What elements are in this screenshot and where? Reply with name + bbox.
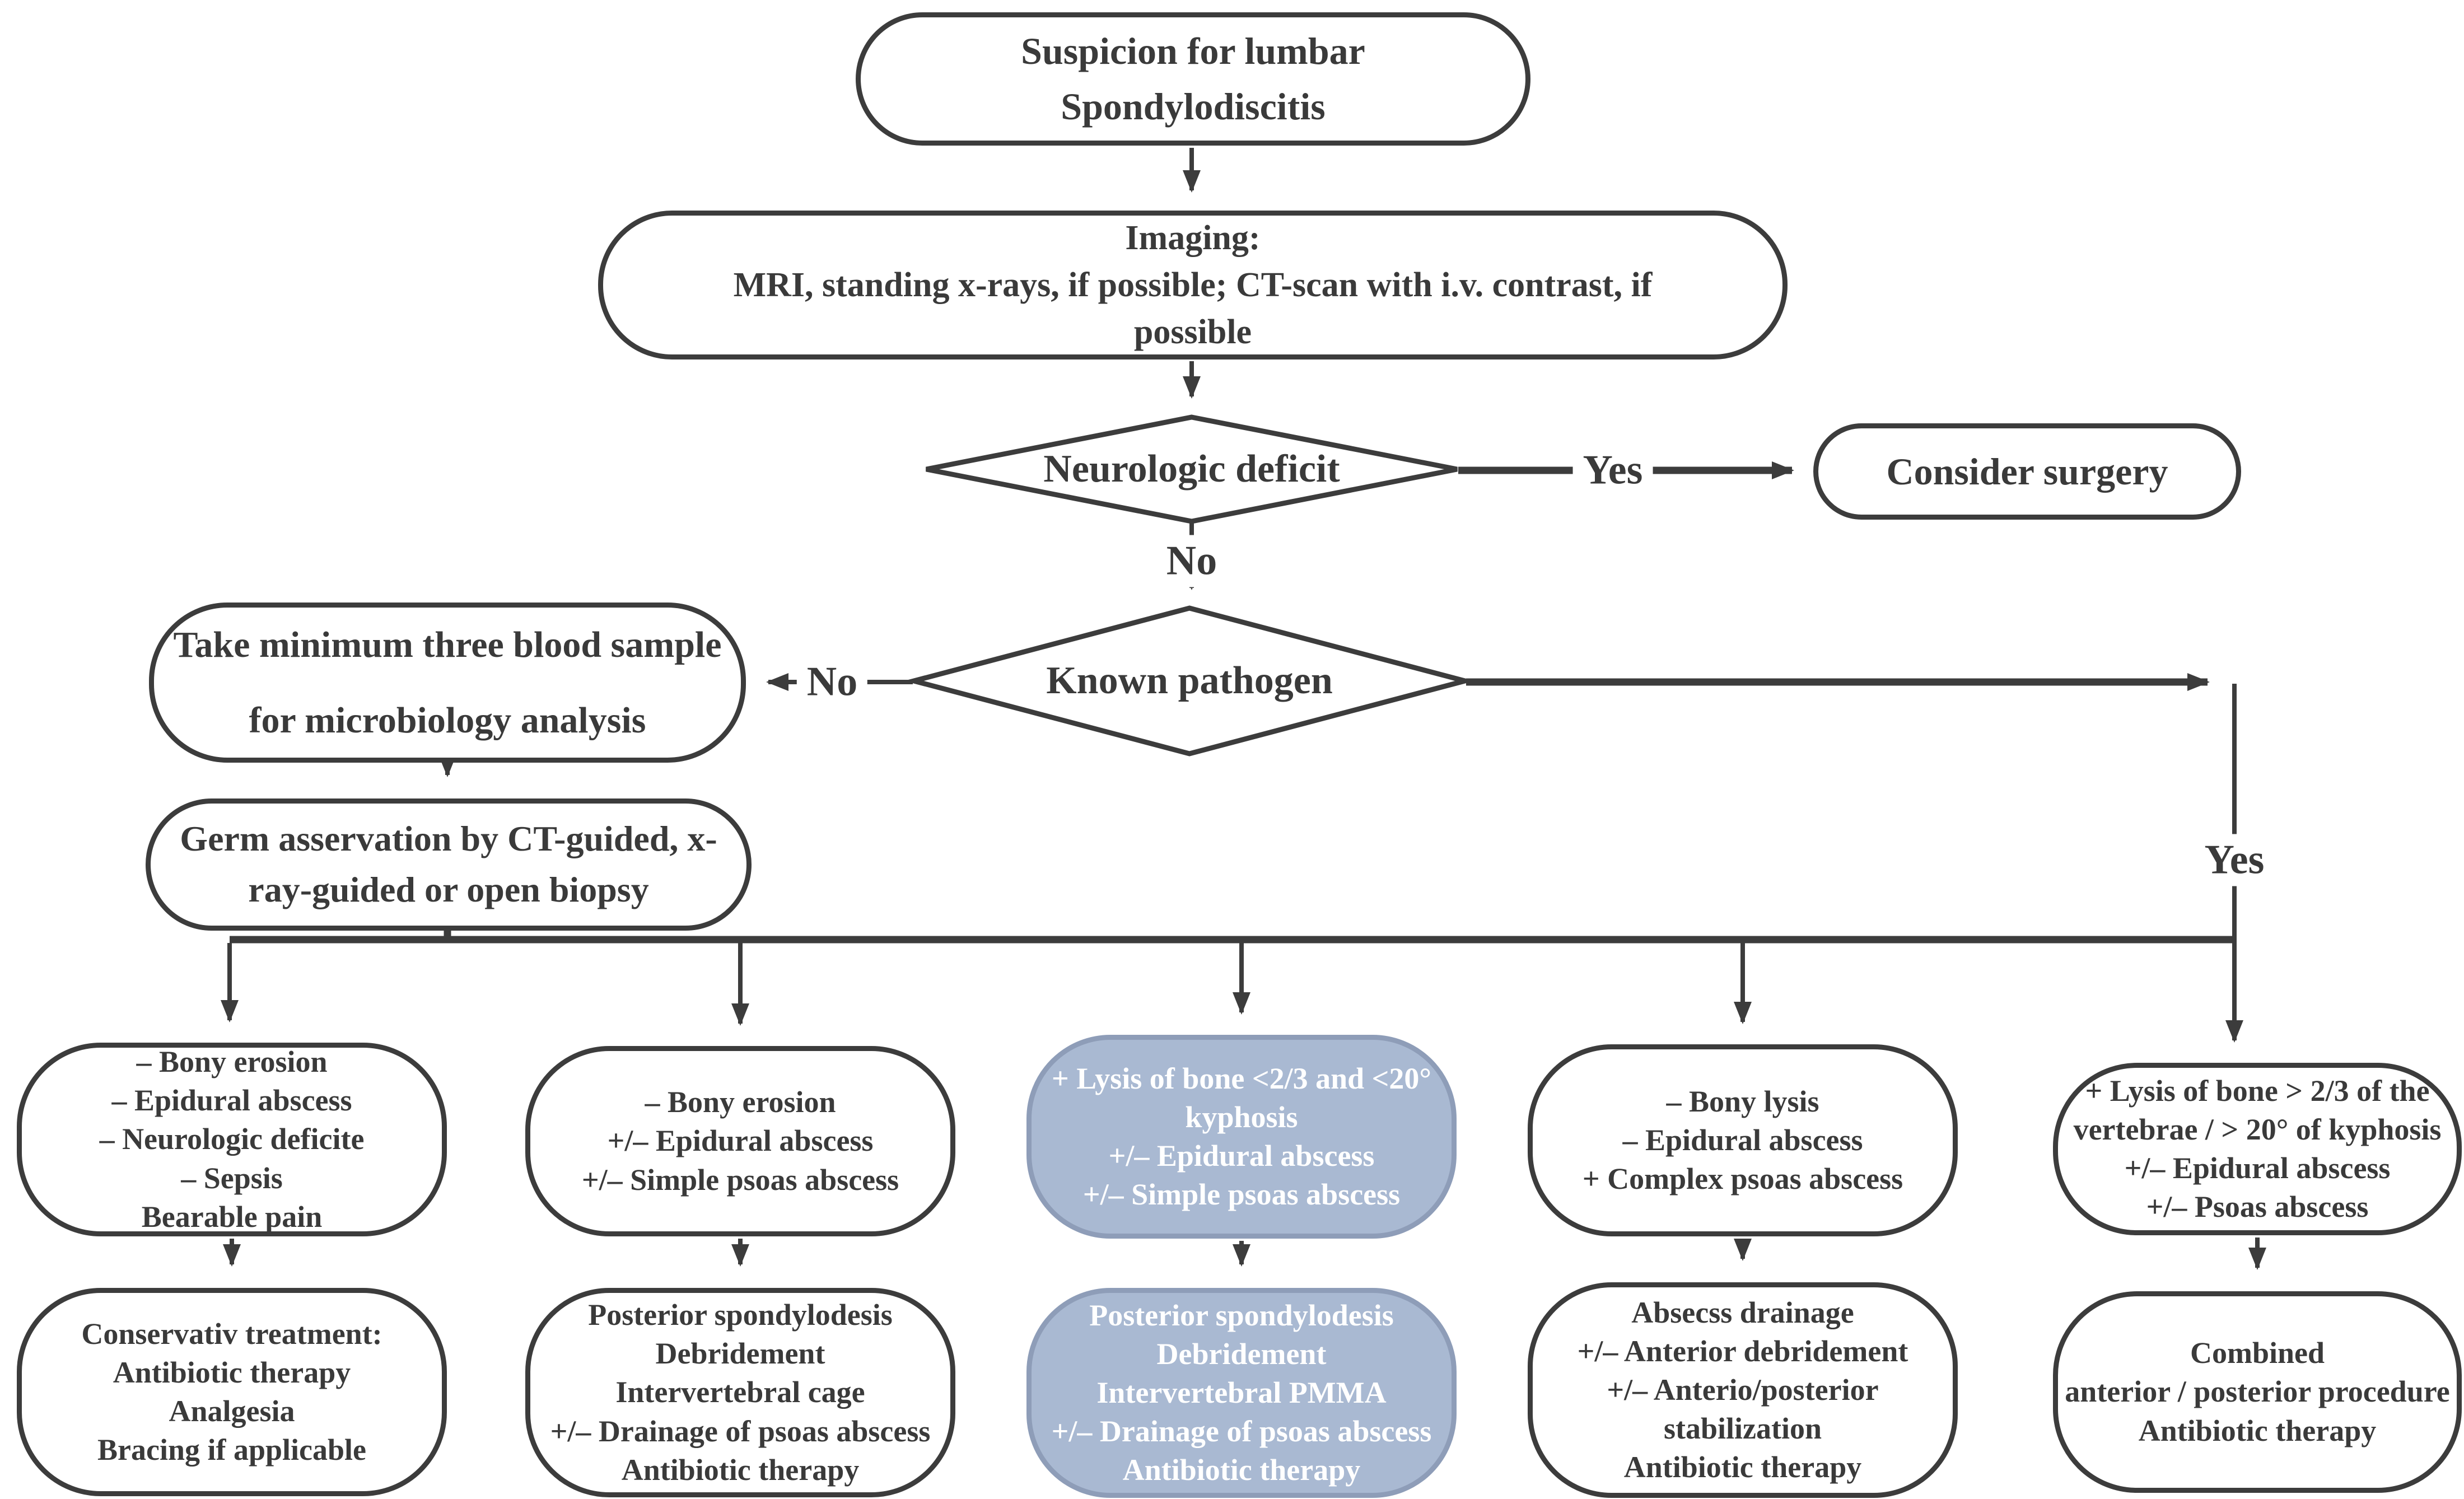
neurologic-deficit-diamond: [926, 414, 1458, 524]
col2-criteria-box: – Bony erosion+/– Epidural abscess+/– Si…: [525, 1046, 955, 1236]
known-pathogen-label: Known pathogen: [1046, 659, 1333, 702]
col4-treatment-text: Absecss drainage+/– Anterior debridement…: [1577, 1295, 1908, 1484]
edge-label-no-1: No: [1156, 535, 1228, 587]
col1-criteria-box: – Bony erosion– Epidural abscess– Neurol…: [17, 1043, 447, 1236]
col4-criteria-text: – Bony lysis– Epidural abscess+ Complex …: [1582, 1084, 1903, 1196]
edge-label-yes-2: Yes: [2194, 834, 2275, 886]
germ-asservation-text: Germ asservation by CT-guided, x-ray-gui…: [180, 819, 717, 909]
col1-criteria-text: – Bony erosion– Epidural abscess– Neurol…: [99, 1045, 365, 1234]
consider-surgery-box: Consider surgery: [1813, 423, 2241, 520]
neurologic-deficit-label: Neurologic deficit: [1043, 447, 1340, 491]
germ-asservation-box: Germ asservation by CT-guided, x-ray-gui…: [146, 798, 752, 931]
col2-criteria-text: – Bony erosion+/– Epidural abscess+/– Si…: [581, 1085, 899, 1197]
edge-label-no-2: No: [796, 656, 868, 708]
edge-label-yes-1: Yes: [1572, 444, 1653, 497]
col4-criteria-box: – Bony lysis– Epidural abscess+ Complex …: [1528, 1044, 1958, 1236]
col1-treatment-box: Conservativ treatment:Antibiotic therapy…: [17, 1288, 447, 1496]
distribution-line: [230, 931, 2234, 944]
col1-treatment-text: Conservativ treatment:Antibiotic therapy…: [81, 1316, 382, 1467]
imaging-box: Imaging:MRI, standing x-rays, if possibl…: [598, 211, 1788, 359]
imaging-text: Imaging:MRI, standing x-rays, if possibl…: [733, 218, 1653, 352]
known-pathogen-diamond: [904, 605, 1475, 756]
col3-criteria-text: + Lysis of bone <2/3 and <20°kyphosis+/–…: [1051, 1061, 1432, 1212]
col3-criteria-box: + Lysis of bone <2/3 and <20°kyphosis+/–…: [1026, 1035, 1457, 1239]
col4-treatment-box: Absecss drainage+/– Anterior debridement…: [1528, 1282, 1958, 1498]
consider-surgery-text: Consider surgery: [1886, 450, 2168, 493]
